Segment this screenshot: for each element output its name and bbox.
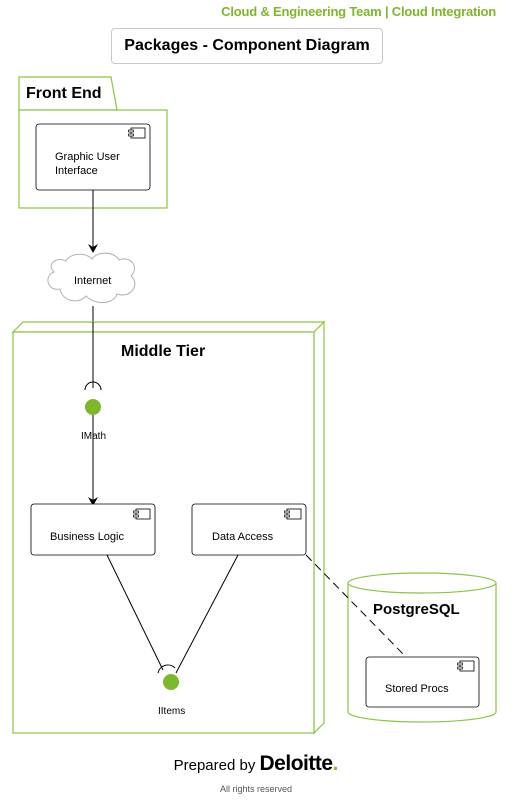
deloitte-logo-dot: . [332,752,339,775]
component-icon [128,127,146,139]
data-access-component[interactable] [191,503,307,556]
prepared-by-text: Prepared by [173,757,256,774]
cloud-icon [47,252,136,303]
component-icon [133,508,151,520]
imath-socket [84,381,102,391]
middle-tier-label: Middle Tier [121,343,206,360]
diagram-title-text: Packages - Component Diagram [124,37,370,54]
connector-business-logic-iitems [106,554,164,671]
component-icon [284,508,302,520]
connector-data-access-iitems [175,554,239,674]
iitems-interface[interactable] [163,674,179,690]
gui-component-label: Graphic User Interface [55,150,120,178]
front-end-label: Front End [26,85,102,102]
internet-label: Internet [74,275,112,287]
iitems-label: IItems [158,706,186,717]
business-logic-component[interactable] [30,503,156,556]
postgresql-label: PostgreSQL [373,601,460,618]
all-rights-reserved: All rights reserved [219,784,293,794]
component-icon [457,660,475,672]
gui-label-line1: Graphic User [55,151,120,163]
iitems-socket [157,664,176,674]
business-logic-label: Business Logic [50,531,124,543]
team-header: Cloud & Engineering Team | Cloud Integra… [221,4,496,19]
gui-label-line2: Interface [55,165,98,177]
prepared-by-footer: Prepared by Deloitte. [0,752,512,776]
stored-procs-component[interactable] [365,656,480,708]
imath-label: IMath [81,431,107,442]
diagram-title: Packages - Component Diagram [111,28,383,64]
connector-data-access-stored-procs [305,554,407,658]
stored-procs-label: Stored Procs [385,683,449,695]
data-access-label: Data Access [212,531,274,543]
deloitte-logo: Deloitte [259,752,334,775]
imath-interface[interactable] [85,399,101,415]
